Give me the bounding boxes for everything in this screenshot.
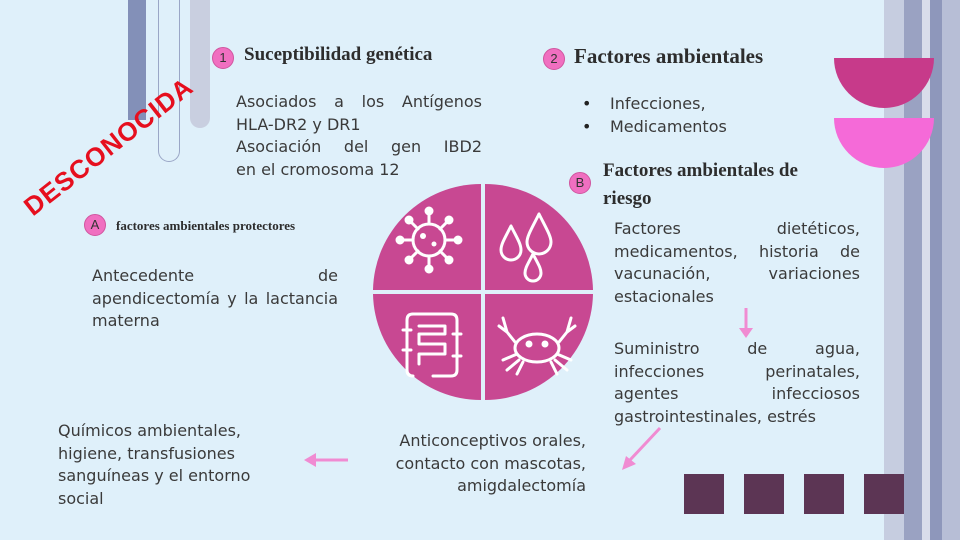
risk-factors-text-1: Factores dietéticos, medicamentos, histo… [614,219,860,306]
environmental-factors-title: Factores ambientales [574,44,764,68]
decorative-semicircle-light [834,118,934,168]
environmental-factors-list: Infecciones, Medicamentos [580,93,727,138]
decorative-stripe [930,0,942,540]
genetic-susceptibility-title: Suceptibilidad genética [244,44,433,65]
decorative-stripe [922,0,930,540]
quadrant-top-left [373,184,481,290]
list-item: Medicamentos [580,116,727,139]
letter-badge-b: B [569,172,591,194]
decorative-square [744,474,784,514]
factors-wheel [373,184,593,400]
number-badge-1: 1 [212,47,234,69]
letter-badge-a: A [84,214,106,236]
decorative-bar-light [190,0,210,128]
decorative-bar-outline [158,0,180,162]
decorative-square [864,474,904,514]
crab-icon [497,316,577,376]
list-item: Infecciones, [580,93,727,116]
quadrant-bottom-left [373,294,481,400]
quadrant-bottom-right [485,294,593,400]
wheel-quadrants [373,184,593,400]
left-arrow-icon [304,453,348,467]
risk-factors-text-2: Suministro de agua, infecciones perinata… [614,339,860,426]
decorative-stripe [942,0,960,540]
water-drops-icon [499,212,553,283]
protective-factors-title: factores ambientales protectores [116,218,296,233]
protective-factors-text: Antecedente de apendicectomía y la lacta… [92,266,338,330]
decorative-bar [128,0,146,120]
virus-icon [395,206,463,274]
diagonal-arrow-icon [622,426,662,470]
genetic-susceptibility-text: Asociados a los Antígenos HLA-DR2 y DR1 … [236,92,482,179]
number-badge-2: 2 [543,48,565,70]
quadrant-top-right [485,184,593,290]
decorative-semicircle [834,58,934,108]
other-factors-text: Anticonceptivos orales, contacto con mas… [395,431,586,495]
decorative-square [684,474,724,514]
chemical-factors-text: Químicos ambientales, higiene, transfusi… [58,421,251,508]
risk-factors-title: Factores ambientales de riesgo [603,160,798,209]
down-arrow-icon [739,308,753,338]
decorative-square [804,474,844,514]
intestine-icon [401,312,463,378]
